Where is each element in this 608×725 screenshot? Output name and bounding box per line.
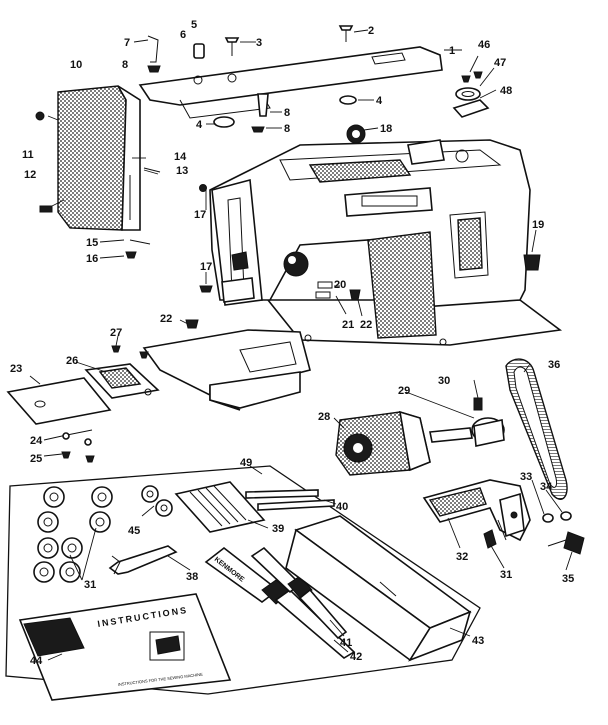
callout-5: 5	[191, 19, 197, 31]
callout-46: 46	[478, 39, 490, 51]
callout-40: 40	[336, 501, 348, 513]
face-plate	[57, 85, 141, 231]
callout-8c: 8	[284, 123, 290, 135]
callout-8a: 8	[122, 59, 128, 71]
callout-35: 35	[562, 573, 574, 585]
callout-28: 28	[318, 411, 330, 423]
machine-body	[209, 139, 563, 346]
callout-31a: 31	[84, 579, 96, 591]
callout-11: 11	[22, 149, 34, 161]
callout-30: 30	[438, 375, 450, 387]
callout-6: 6	[180, 29, 186, 41]
callout-19: 19	[532, 219, 544, 231]
bracket-hardware	[483, 511, 585, 555]
motor-pulley	[471, 397, 505, 447]
callout-29: 29	[398, 385, 410, 397]
callout-13: 13	[176, 165, 188, 177]
callout-25: 25	[30, 453, 42, 465]
callout-3: 3	[256, 37, 262, 49]
callout-2: 2	[368, 25, 374, 37]
stitch-knob	[523, 254, 541, 271]
callout-39: 39	[272, 523, 284, 535]
bed-slide-plate	[142, 319, 311, 411]
attachment-box	[285, 515, 472, 662]
callout-47: 47	[494, 57, 506, 69]
callout-8b: 8	[284, 107, 290, 119]
callout-41: 41	[340, 637, 352, 649]
callout-17b: 17	[200, 261, 212, 273]
face-plate-screws	[35, 111, 161, 259]
callout-22a: 22	[160, 313, 172, 325]
part-callouts: 1 2 3 4 4 5 6 7 8 8 8 10 11 12 13 14 15 …	[10, 19, 574, 667]
callout-7: 7	[124, 37, 130, 49]
callout-20: 20	[334, 279, 346, 291]
callout-31b-alt: 31	[500, 569, 512, 581]
wrench	[108, 545, 178, 575]
callout-17a: 17	[194, 209, 206, 221]
callout-4b: 4	[196, 119, 203, 131]
callout-18: 18	[380, 123, 392, 135]
callout-38: 38	[186, 571, 198, 583]
callout-1: 1	[449, 45, 455, 57]
callout-44: 44	[30, 655, 43, 667]
instruction-book	[18, 593, 232, 701]
leader-lines	[29, 29, 573, 661]
callout-15: 15	[86, 237, 98, 249]
motor-bracket	[422, 479, 531, 542]
callout-26: 26	[66, 355, 78, 367]
motor	[335, 410, 473, 476]
slide-plate-parts	[452, 71, 490, 118]
bobbins	[33, 486, 113, 583]
callout-12: 12	[24, 169, 36, 181]
bobbin-cover	[84, 345, 160, 399]
callout-4a: 4	[376, 95, 383, 107]
callout-33: 33	[520, 471, 532, 483]
spool-pin-felt	[346, 124, 366, 144]
callout-43: 43	[472, 635, 484, 647]
drive-belt	[505, 358, 568, 500]
callout-23: 23	[10, 363, 22, 375]
accessory-panel	[5, 465, 481, 695]
callout-34: 34	[540, 481, 553, 493]
seam-guide	[245, 489, 335, 511]
top-cover-plate	[138, 46, 443, 119]
needle-pack	[174, 481, 266, 533]
callout-48: 48	[500, 85, 512, 97]
screwdriver-small	[250, 546, 348, 640]
callout-22b: 22	[360, 319, 372, 331]
callout-42: 42	[350, 651, 362, 663]
callout-10: 10	[70, 59, 82, 71]
callout-24: 24	[30, 435, 43, 447]
callout-49: 49	[240, 457, 252, 469]
callout-16: 16	[86, 253, 98, 265]
callout-32: 32	[456, 551, 468, 563]
top-screws	[147, 25, 357, 133]
callout-36: 36	[548, 359, 560, 371]
spool-washers	[141, 485, 173, 517]
callout-21a: 21	[342, 319, 354, 331]
callout-27: 27	[110, 327, 122, 339]
callout-45: 45	[128, 525, 140, 537]
callout-14: 14	[174, 151, 187, 163]
throat-plate	[6, 377, 112, 425]
feed-dog-parts	[61, 429, 95, 463]
